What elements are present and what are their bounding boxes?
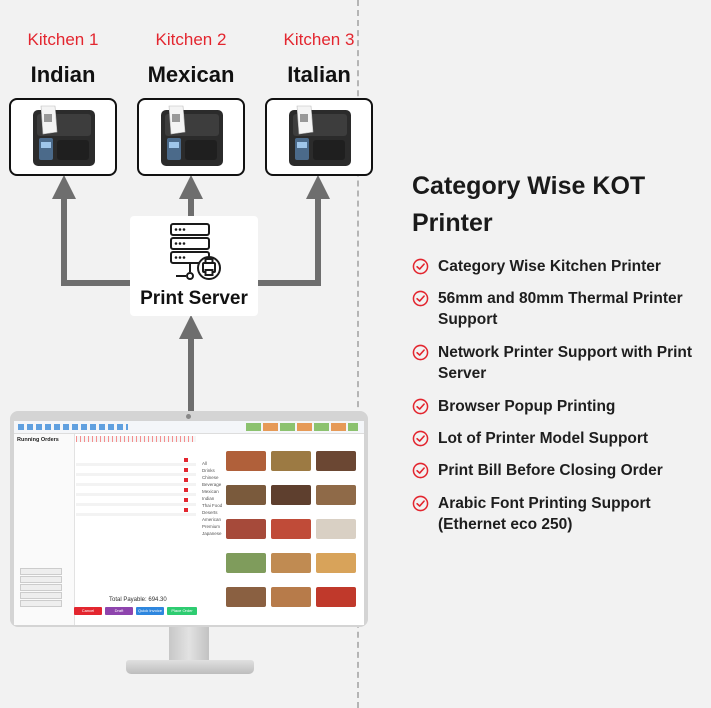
category-item[interactable]: Beverage xyxy=(202,482,222,487)
category-item[interactable]: Mexican xyxy=(202,489,219,494)
category-item[interactable]: Deserts xyxy=(202,510,218,515)
arrow-to-kitchen-3 xyxy=(258,175,330,286)
arrow-to-kitchen-1 xyxy=(52,175,130,286)
food-item[interactable] xyxy=(226,485,266,505)
category-item[interactable]: American xyxy=(202,517,222,522)
category-item[interactable]: All xyxy=(202,461,208,466)
check-circle-icon xyxy=(412,344,429,361)
check-circle-icon xyxy=(412,398,429,415)
feature-text: Print Bill Before Closing Order xyxy=(438,462,663,479)
feature-text: Browser Popup Printing xyxy=(438,398,616,415)
category-item[interactable]: Thai Food xyxy=(202,503,223,508)
food-item[interactable] xyxy=(316,553,356,573)
category-item[interactable]: Indian xyxy=(202,496,215,501)
feature-item: Category Wise Kitchen Printer xyxy=(412,256,702,277)
pos-screen: Running Orders Total Payable: 694.30 Can… xyxy=(14,421,364,625)
food-item[interactable] xyxy=(271,587,311,607)
pos-action-buttons: Cancel Draft Quick Invoice Place Order xyxy=(74,607,199,616)
food-item[interactable] xyxy=(316,587,356,607)
feature-item: Arabic Font Printing Support (Ethernet e… xyxy=(412,493,702,535)
food-item[interactable] xyxy=(226,553,266,573)
feature-item: Network Printer Support with Print Serve… xyxy=(412,342,702,384)
food-item[interactable] xyxy=(226,587,266,607)
kitchen-3-printer xyxy=(265,98,373,176)
feature-text: 56mm and 80mm Thermal Printer Support xyxy=(438,290,683,328)
category-item[interactable]: Premium xyxy=(202,524,221,529)
monitor-neck xyxy=(169,627,209,661)
food-grid xyxy=(226,451,362,621)
food-item[interactable] xyxy=(226,519,266,539)
feature-item: Print Bill Before Closing Order xyxy=(412,460,702,481)
kitchen-2-printer xyxy=(137,98,245,176)
feature-item: Lot of Printer Model Support xyxy=(412,428,702,449)
category-item[interactable]: Drinks xyxy=(202,468,215,473)
running-orders-title: Running Orders xyxy=(17,437,59,443)
food-item[interactable] xyxy=(226,451,266,471)
cuisine-italian: Italian xyxy=(287,62,351,87)
thermal-printer-icon xyxy=(33,105,95,166)
server-printer-icon xyxy=(170,223,221,280)
check-circle-icon xyxy=(412,495,429,512)
kitchen-3-label: Kitchen 3 xyxy=(283,30,355,49)
kitchen-1-printer xyxy=(9,98,117,176)
category-item[interactable]: Japanese xyxy=(202,531,222,536)
pos-monitor: Running Orders Total Payable: 694.30 Can… xyxy=(10,411,368,627)
food-item[interactable] xyxy=(271,485,311,505)
food-item[interactable] xyxy=(316,451,356,471)
check-circle-icon xyxy=(412,462,429,479)
food-item[interactable] xyxy=(316,519,356,539)
cuisine-indian: Indian xyxy=(30,62,96,87)
food-item[interactable] xyxy=(271,451,311,471)
feature-list: Category Wise Kitchen Printer 56mm and 8… xyxy=(412,256,702,535)
food-item[interactable] xyxy=(271,553,311,573)
food-item[interactable] xyxy=(316,485,356,505)
category-list: All Drinks Chinese Beverage Mexican Indi… xyxy=(200,461,224,551)
check-circle-icon xyxy=(412,258,429,275)
kitchen-2-label: Kitchen 2 xyxy=(155,30,227,49)
thermal-printer-icon xyxy=(289,105,351,166)
print-server-label: Print Server xyxy=(140,288,248,309)
feature-text: Lot of Printer Model Support xyxy=(438,430,649,447)
pos-toolbar xyxy=(14,421,364,434)
monitor-base xyxy=(126,660,254,674)
feature-text: Network Printer Support with Print Serve… xyxy=(438,344,693,382)
feature-item: 56mm and 80mm Thermal Printer Support xyxy=(412,288,702,330)
feature-title: Category Wise KOT Printer xyxy=(412,172,646,237)
kitchen-1-label: Kitchen 1 xyxy=(27,30,99,49)
check-circle-icon xyxy=(412,430,429,447)
order-table xyxy=(76,434,198,594)
cuisine-mexican: Mexican xyxy=(147,62,235,87)
cancel-button[interactable]: Cancel xyxy=(74,607,102,615)
feature-item: Browser Popup Printing xyxy=(412,396,702,417)
check-circle-icon xyxy=(412,290,429,307)
place-order-button[interactable]: Place Order xyxy=(167,607,197,615)
feature-text: Arabic Font Printing Support (Ethernet e… xyxy=(438,495,651,533)
quick-invoice-button[interactable]: Quick Invoice xyxy=(136,607,164,615)
thermal-printer-icon xyxy=(161,105,223,166)
draft-button[interactable]: Draft xyxy=(105,607,133,615)
total-payable: Total Payable: 694.30 xyxy=(109,597,167,603)
category-item[interactable]: Chinese xyxy=(202,475,219,480)
print-server: Print Server xyxy=(130,216,258,316)
feature-text: Category Wise Kitchen Printer xyxy=(438,258,661,275)
dashed-divider xyxy=(357,0,359,708)
food-item[interactable] xyxy=(271,519,311,539)
orders-panel: Running Orders xyxy=(14,434,75,625)
webcam-dot xyxy=(186,414,191,419)
